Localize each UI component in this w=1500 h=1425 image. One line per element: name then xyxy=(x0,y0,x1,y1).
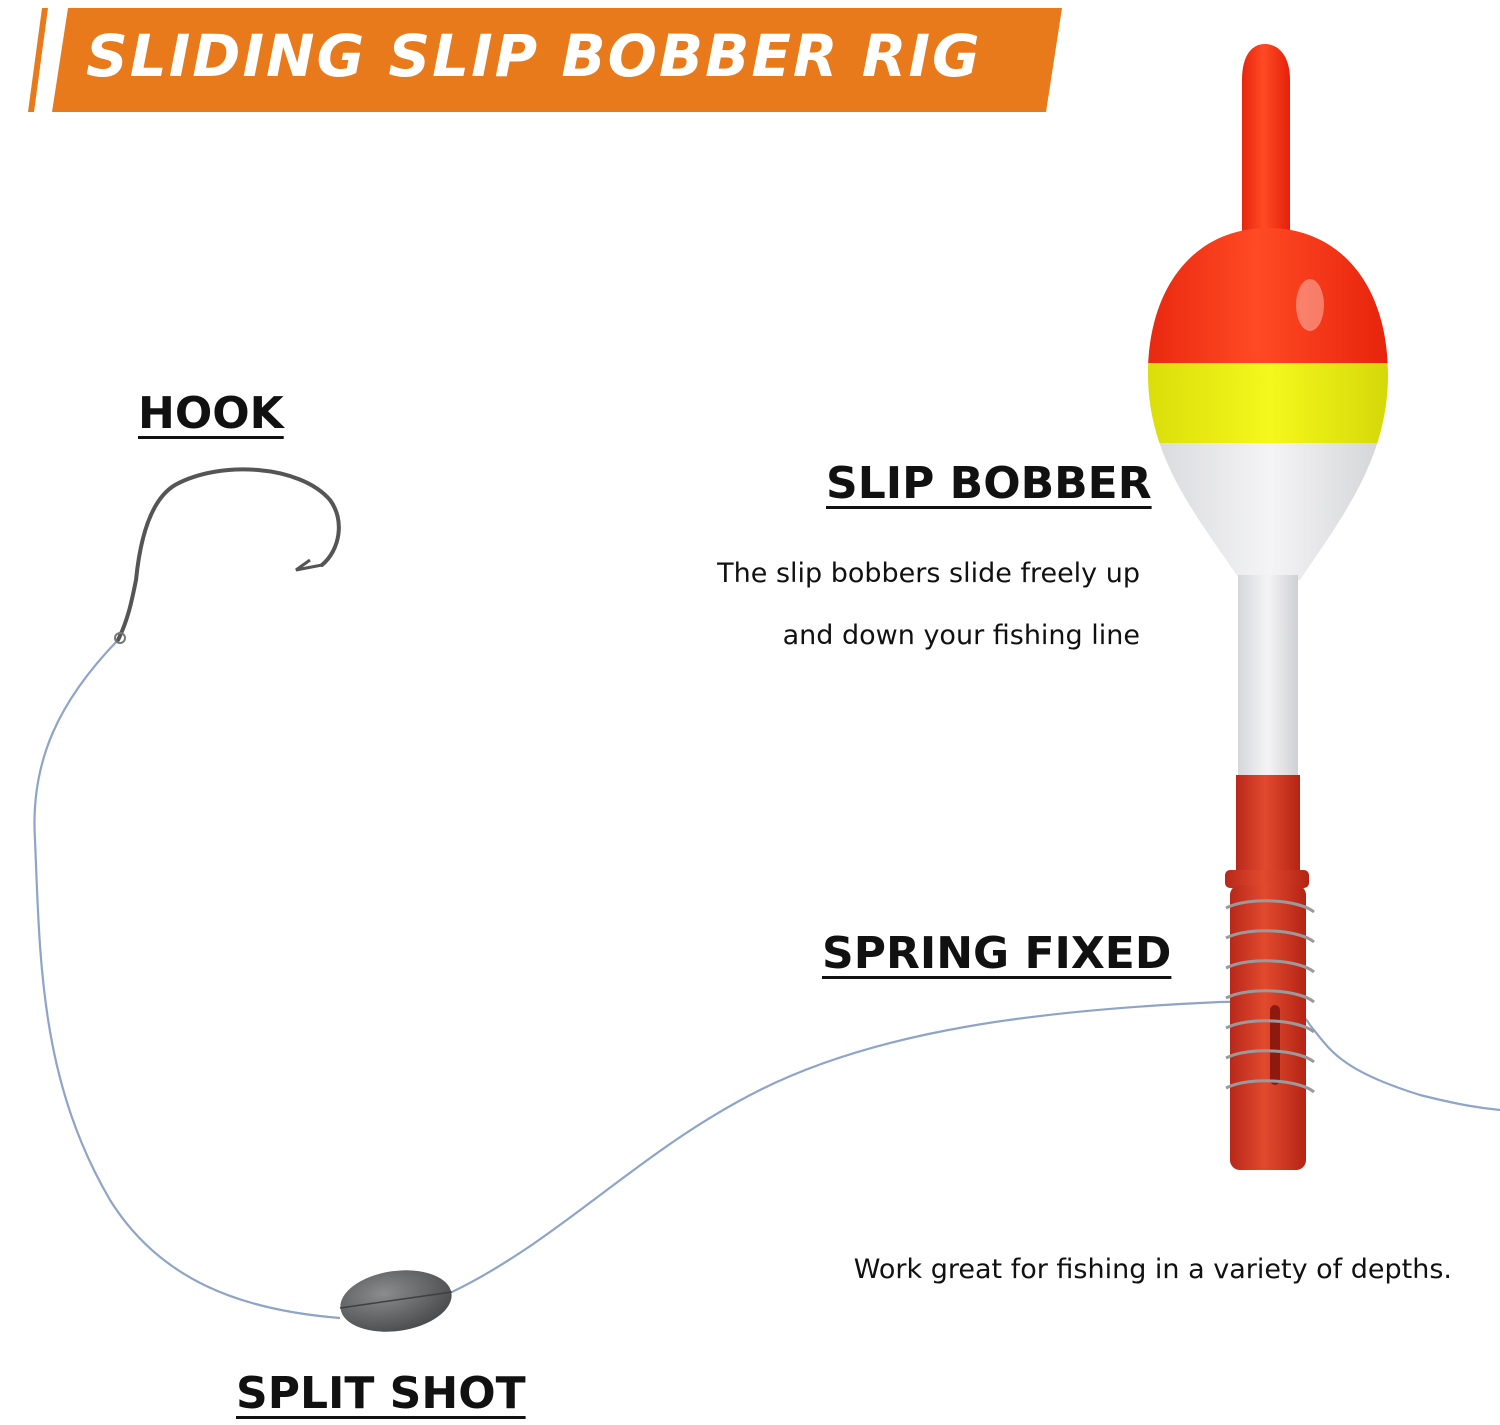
split-shot-label: SPLIT SHOT xyxy=(236,1368,526,1419)
hook-icon xyxy=(114,467,341,644)
banner-title: SLIDING SLIP BOBBER RIG xyxy=(86,22,982,90)
slip-bobber-icon xyxy=(1148,44,1388,1170)
depths-description: Work great for fishing in a variety of d… xyxy=(853,1254,1452,1285)
fishing-line xyxy=(33,639,1500,1320)
split-shot-icon xyxy=(339,1270,453,1332)
banner-background xyxy=(28,8,1062,112)
hook-label: HOOK xyxy=(138,388,284,439)
bobber-description-line1: The slip bobbers slide freely up xyxy=(717,558,1140,589)
spring-fixed-label: SPRING FIXED xyxy=(822,928,1172,979)
slip-bobber-label: SLIP BOBBER xyxy=(826,458,1152,509)
title-banner: SLIDING SLIP BOBBER RIG xyxy=(0,0,1500,120)
bobber-description-line2: and down your fishing line xyxy=(782,620,1140,651)
spring-icon xyxy=(1225,899,1315,1094)
